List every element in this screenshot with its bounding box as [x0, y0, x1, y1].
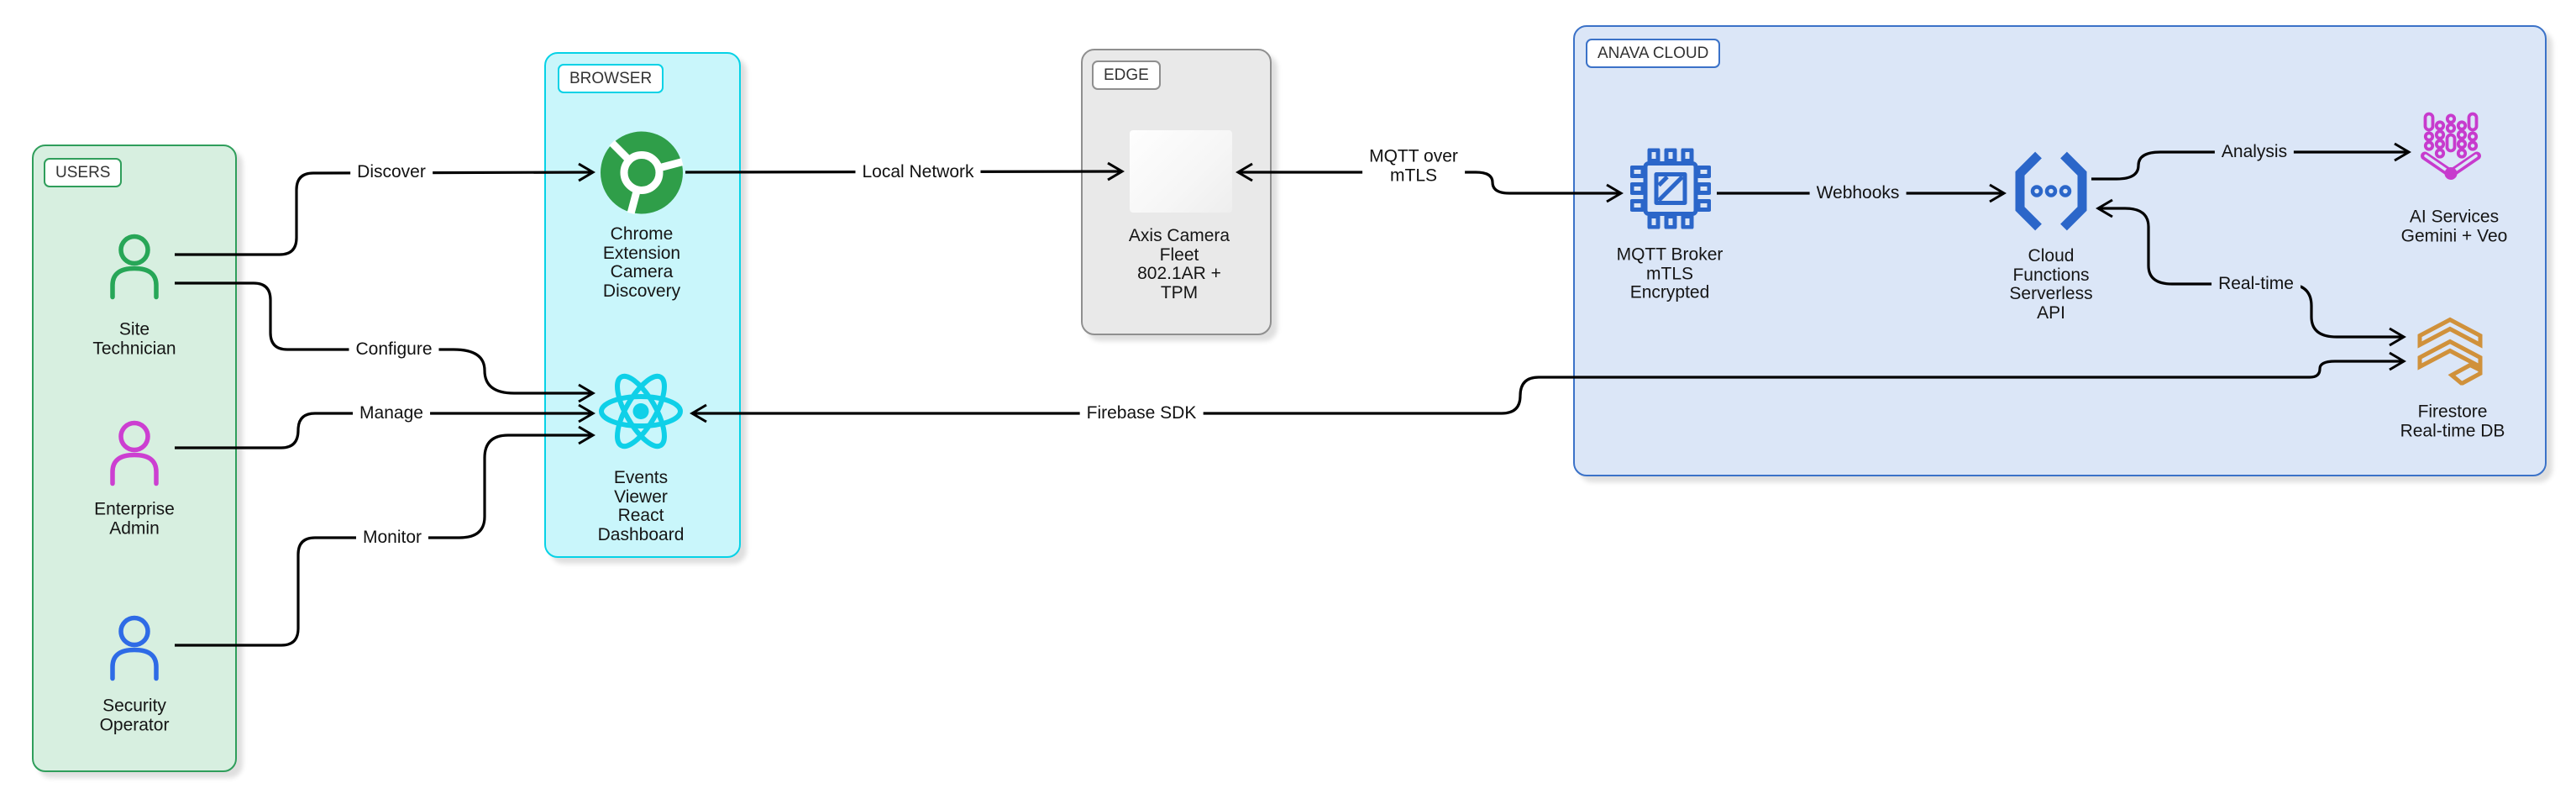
firestore-icon — [2415, 310, 2485, 390]
edge-label-discover: Discover — [350, 161, 433, 183]
site-technician-person-icon — [101, 230, 168, 305]
edge-configure-line — [175, 281, 595, 403]
chrome-extension-label: Chrome Extension Camera Discovery — [602, 224, 681, 301]
axis-camera-image — [1130, 130, 1232, 213]
edge-discover-line — [175, 162, 595, 256]
enterprise-admin-person-icon — [101, 417, 168, 491]
cloud-functions-label: Cloud Functions Serverless API — [2009, 246, 2093, 323]
group-label-browser: BROWSER — [558, 64, 664, 93]
edge-label-local-network: Local Network — [855, 161, 981, 183]
edge-label-manage: Manage — [353, 402, 430, 424]
edge-label-monitor: Monitor — [355, 527, 429, 549]
firestore-label: Firestore Real-time DB — [2400, 402, 2505, 440]
security-operator-person-icon — [101, 612, 168, 686]
edge-label-mqtt-mtls: MQTT over mTLS — [1362, 146, 1465, 187]
edge-label-analysis: Analysis — [2214, 141, 2295, 163]
mqtt-broker-label: MQTT Broker mTLS Encrypted — [1616, 244, 1723, 302]
ai-services-label: AI Services Gemini + Veo — [2400, 207, 2508, 245]
mqtt-chip-icon — [1629, 148, 1712, 234]
group-label-edge: EDGE — [1092, 60, 1161, 90]
edge-label-realtime: Real-time — [2211, 273, 2301, 295]
edge-label-configure: Configure — [349, 339, 439, 360]
edge-label-firebase-sdk: Firebase SDK — [1079, 402, 1204, 424]
edge-label-webhooks: Webhooks — [1809, 182, 1907, 204]
site-technician-label: Site Technician — [92, 319, 176, 358]
react-icon — [595, 370, 687, 458]
security-operator-label: Security Operator — [99, 696, 170, 734]
group-label-users: USERS — [44, 158, 123, 187]
chrome-icon — [598, 129, 685, 221]
events-viewer-label: Events Viewer React Dashboard — [597, 468, 685, 544]
group-label-anava-cloud: ANAVA CLOUD — [1586, 39, 1721, 68]
axis-cameras-label: Axis Camera Fleet 802.1AR + TPM — [1128, 226, 1230, 302]
enterprise-admin-label: Enterprise Admin — [94, 499, 175, 538]
ai-services-icon — [2419, 112, 2483, 191]
cloud-functions-icon — [2012, 150, 2091, 238]
